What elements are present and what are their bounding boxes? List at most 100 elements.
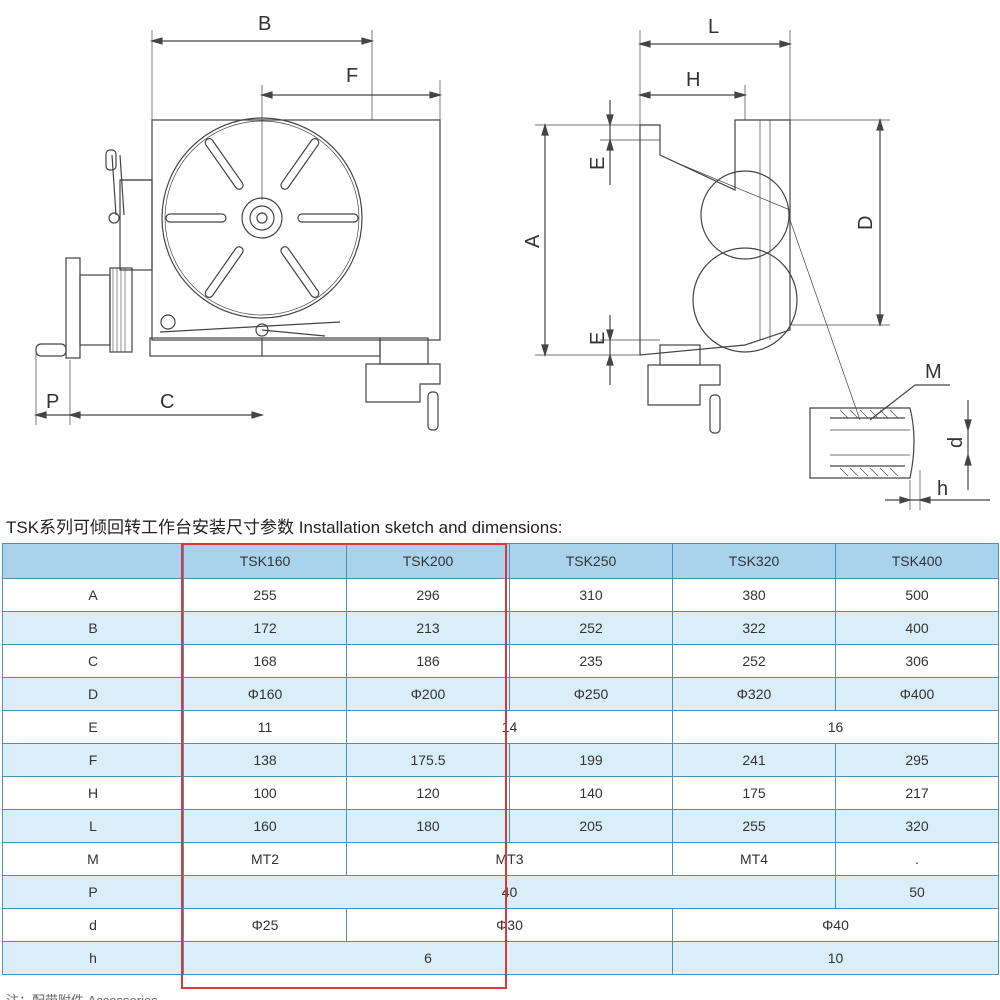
dim-label-h-lower: h: [937, 478, 948, 500]
dim-label-b: B: [258, 13, 271, 35]
table-cell: MT3: [346, 842, 673, 876]
table-header-tsk400: TSK400: [835, 543, 999, 579]
table-cell: 175: [672, 776, 836, 810]
table-header-row: TSK160 TSK200 TSK250 TSK320 TSK400: [2, 543, 999, 579]
dimensions-table: TSK160 TSK200 TSK250 TSK320 TSK400 A 255…: [2, 543, 999, 975]
table-cell: 400: [835, 611, 999, 645]
table-row-e: E 11 14 16: [2, 710, 999, 744]
row-label: P: [2, 875, 184, 909]
footnote: 注：配带附件 Accessories: [6, 990, 158, 1000]
table-cell: 500: [835, 578, 999, 612]
table-header-tsk320: TSK320: [672, 543, 836, 579]
table-cell: Φ320: [672, 677, 836, 711]
table-row-b: B 172 213 252 322 400: [2, 611, 999, 645]
table-cell: 310: [509, 578, 673, 612]
row-label: L: [2, 809, 184, 843]
table-cell: 120: [346, 776, 510, 810]
row-label: H: [2, 776, 184, 810]
table-row-c: C 168 186 235 252 306: [2, 644, 999, 678]
table-cell: 172: [183, 611, 347, 645]
installation-sketch: B F: [33, 13, 990, 510]
row-label: D: [2, 677, 184, 711]
dim-label-l: L: [708, 16, 719, 38]
table-cell: Φ250: [509, 677, 673, 711]
table-cell: 252: [509, 611, 673, 645]
table-cell: 168: [183, 644, 347, 678]
table-cell: Φ400: [835, 677, 999, 711]
row-label: C: [2, 644, 184, 678]
table-cell: 241: [672, 743, 836, 777]
row-label: F: [2, 743, 184, 777]
dim-label-d-lower: d: [945, 437, 967, 448]
table-cell: 199: [509, 743, 673, 777]
row-label: E: [2, 710, 184, 744]
table-cell: Φ200: [346, 677, 510, 711]
table-cell: 296: [346, 578, 510, 612]
dim-label-d: D: [855, 216, 877, 230]
table-cell: 11: [183, 710, 347, 744]
row-label: B: [2, 611, 184, 645]
section-caption: TSK系列可倾回转工作台安装尺寸参数 Installation sketch a…: [6, 518, 563, 537]
dim-label-e-top: E: [587, 157, 609, 170]
table-cell: 180: [346, 809, 510, 843]
row-label: d: [2, 908, 184, 942]
table-cell: 255: [672, 809, 836, 843]
table-cell: 255: [183, 578, 347, 612]
table-cell: 322: [672, 611, 836, 645]
dim-label-c: C: [160, 391, 174, 413]
table-cell: 380: [672, 578, 836, 612]
dim-label-a: A: [522, 234, 544, 248]
table-cell: .: [835, 842, 999, 876]
table-cell: Φ160: [183, 677, 347, 711]
table-cell: 295: [835, 743, 999, 777]
table-cell: 217: [835, 776, 999, 810]
table-cell: 100: [183, 776, 347, 810]
table-header-corner: [2, 543, 184, 579]
table-cell: MT4: [672, 842, 836, 876]
dim-label-m: M: [925, 361, 942, 383]
table-cell: MT2: [183, 842, 347, 876]
dim-label-e-bottom: E: [587, 332, 609, 345]
table-cell: Φ25: [183, 908, 347, 942]
table-row-d-lower: d Φ25 Φ30 Φ40: [2, 908, 999, 942]
table-cell: 10: [672, 941, 999, 975]
table-header-tsk200: TSK200: [346, 543, 510, 579]
table-row-l: L 160 180 205 255 320: [2, 809, 999, 843]
table-cell: 252: [672, 644, 836, 678]
table-cell: 186: [346, 644, 510, 678]
table-header-tsk160: TSK160: [183, 543, 347, 579]
row-label: M: [2, 842, 184, 876]
table-cell: 50: [835, 875, 999, 909]
taper-detail: M d h: [809, 361, 990, 510]
table-row-a: A 255 296 310 380 500: [2, 578, 999, 612]
table-cell: 306: [835, 644, 999, 678]
table-row-h: H 100 120 140 175 217: [2, 776, 999, 810]
table-cell: 205: [509, 809, 673, 843]
table-cell: 320: [835, 809, 999, 843]
row-label: h: [2, 941, 184, 975]
row-label: A: [2, 578, 184, 612]
table-cell: Φ40: [672, 908, 999, 942]
table-row-p: P 40 50: [2, 875, 999, 909]
table-cell: 160: [183, 809, 347, 843]
table-header-tsk250: TSK250: [509, 543, 673, 579]
table-cell: 6: [183, 941, 673, 975]
table-row-d: D Φ160 Φ200 Φ250 Φ320 Φ400: [2, 677, 999, 711]
table-cell: 140: [509, 776, 673, 810]
table-row-f: F 138 175.5 199 241 295: [2, 743, 999, 777]
table-row-m: M MT2 MT3 MT4 .: [2, 842, 999, 876]
table-cell: 138: [183, 743, 347, 777]
table-cell: 235: [509, 644, 673, 678]
side-view: L H A E E: [522, 16, 890, 434]
dim-label-h: H: [686, 69, 700, 91]
table-cell: 14: [346, 710, 673, 744]
front-view: B F: [33, 13, 443, 431]
dim-label-f: F: [346, 65, 358, 87]
table-cell: 213: [346, 611, 510, 645]
table-cell: Φ30: [346, 908, 673, 942]
table-cell: 16: [672, 710, 999, 744]
table-cell: 40: [183, 875, 836, 909]
dim-label-p: P: [46, 391, 59, 413]
table-row-h-lower: h 6 10: [2, 941, 999, 975]
table-cell: 175.5: [346, 743, 510, 777]
